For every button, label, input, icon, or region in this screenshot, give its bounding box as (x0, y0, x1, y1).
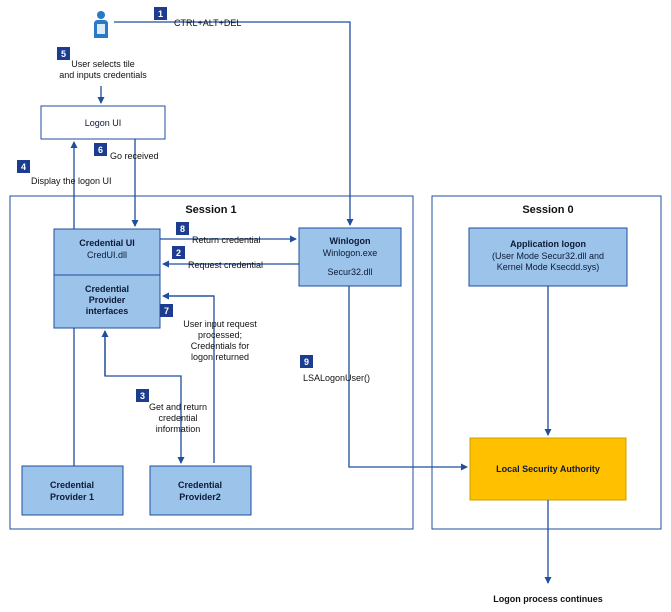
cp2-line2: Provider2 (179, 492, 221, 502)
label-logon-continues: Logon process continues (493, 594, 603, 604)
session-0-container (431, 195, 662, 530)
winlogon-box (298, 227, 402, 287)
label-get-return-3: information (156, 424, 201, 434)
label-go-received: Go received (110, 151, 159, 161)
label-lsa-logon-user: LSALogonUser() (303, 373, 370, 383)
step-badge-1: 1 (154, 7, 167, 20)
session-1-container (9, 195, 414, 530)
cp-interfaces-line2: Provider (89, 295, 126, 305)
credential-provider-2-box (149, 465, 252, 516)
user-icon (94, 11, 108, 38)
step-badge-3: 3 (136, 389, 149, 402)
step-badge-4: 4 (17, 160, 30, 173)
svg-text:2: 2 (176, 248, 181, 258)
svg-text:7: 7 (164, 306, 169, 316)
cp-interfaces-line3: interfaces (86, 306, 129, 316)
app-logon-line1: (User Mode Secur32.dll and (492, 251, 604, 261)
step-badge-6: 6 (94, 143, 107, 156)
label-user-selects-1: User selects tile (71, 59, 135, 69)
step-badge-8: 8 (176, 222, 189, 235)
winlogon-secur32: Secur32.dll (327, 267, 372, 277)
session-1-label: Session 1 (185, 204, 236, 216)
arrow-ctrl-alt-del (114, 21, 354, 226)
arrow-lsa-logon-user (348, 286, 468, 471)
logon-ui-label: Logon UI (85, 118, 122, 128)
cp-interfaces-line1: Credential (85, 284, 129, 294)
credential-ui-title: Credential UI (79, 238, 135, 248)
step-badge-7: 7 (160, 304, 173, 317)
label-request-credential: Request credential (188, 260, 263, 270)
credential-provider-interfaces-box (53, 274, 161, 329)
app-logon-title: Application logon (510, 239, 586, 249)
label-user-input-3: Credentials for (191, 341, 250, 351)
svg-text:9: 9 (304, 357, 309, 367)
label-user-input-1: User input request (183, 319, 257, 329)
winlogon-title: Winlogon (330, 236, 371, 246)
cp1-line2: Provider 1 (50, 492, 94, 502)
application-logon-box (468, 227, 628, 287)
svg-text:6: 6 (98, 145, 103, 155)
svg-text:5: 5 (61, 49, 66, 59)
step-badge-9: 9 (300, 355, 313, 368)
lsa-label: Local Security Authority (496, 464, 600, 474)
label-user-selects-2: and inputs credentials (59, 70, 147, 80)
label-display-logon-ui: Display the logon UI (31, 176, 112, 186)
lsa-box (469, 437, 627, 501)
app-logon-line2: Kernel Mode Ksecdd.sys) (497, 262, 600, 272)
session-0-label: Session 0 (522, 204, 573, 216)
cp2-line1: Credential (178, 480, 222, 490)
label-user-input-4: logon returned (191, 352, 249, 362)
winlogon-exe: Winlogon.exe (323, 248, 378, 258)
label-get-return-2: credential (158, 413, 197, 423)
credential-provider-1-box (21, 465, 124, 516)
svg-text:1: 1 (158, 9, 163, 19)
credential-ui-dll: CredUI.dll (87, 250, 127, 260)
label-return-credential: Return credential (192, 235, 261, 245)
connectors (70, 21, 552, 584)
svg-text:4: 4 (21, 162, 26, 172)
cp1-line1: Credential (50, 480, 94, 490)
label-user-input-2: processed; (198, 330, 242, 340)
logon-ui-box (40, 105, 166, 140)
label-ctrl-alt-del: CTRL+ALT+DEL (174, 18, 241, 28)
step-badge-5: 5 (57, 47, 70, 60)
svg-text:3: 3 (140, 391, 145, 401)
svg-text:8: 8 (180, 224, 185, 234)
label-get-return-1: Get and return (149, 402, 207, 412)
step-badge-2: 2 (172, 246, 185, 259)
